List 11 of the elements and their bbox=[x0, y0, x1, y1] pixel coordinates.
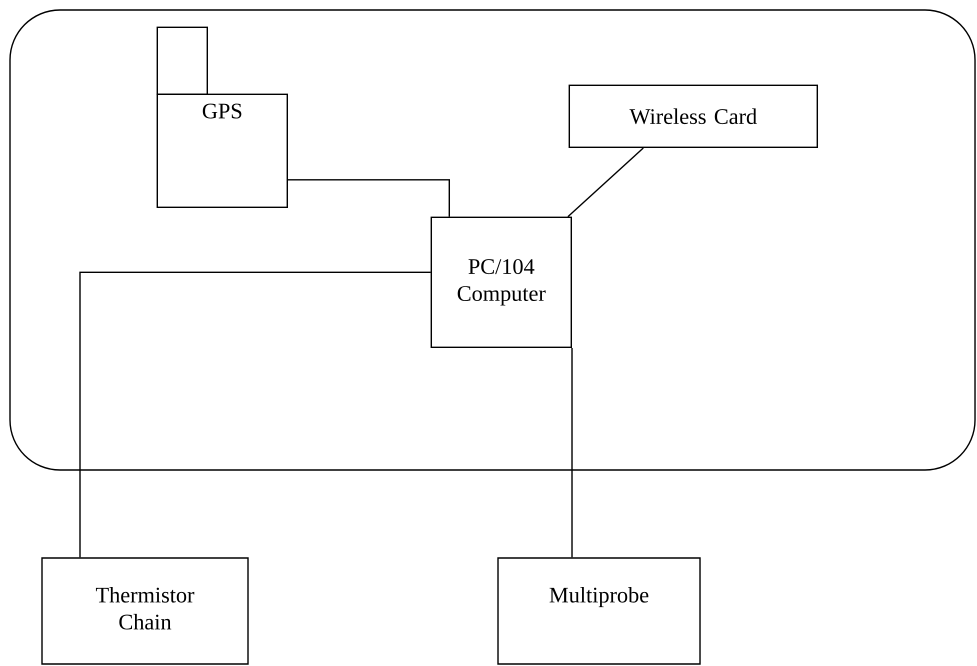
gps-box: GPS bbox=[156, 94, 288, 208]
connector-line bbox=[571, 348, 573, 558]
enclosure-outline bbox=[9, 9, 976, 471]
antenna-box bbox=[156, 26, 208, 95]
component-box: Wireless Card bbox=[568, 84, 818, 148]
connector-line bbox=[79, 272, 431, 558]
computer-box: PC/104 Computer bbox=[430, 216, 572, 348]
connector-line bbox=[568, 147, 644, 218]
sensor-box: Thermistor Chain bbox=[41, 557, 249, 665]
sensor-box: Multiprobe bbox=[497, 557, 701, 665]
connector-line bbox=[288, 179, 450, 217]
